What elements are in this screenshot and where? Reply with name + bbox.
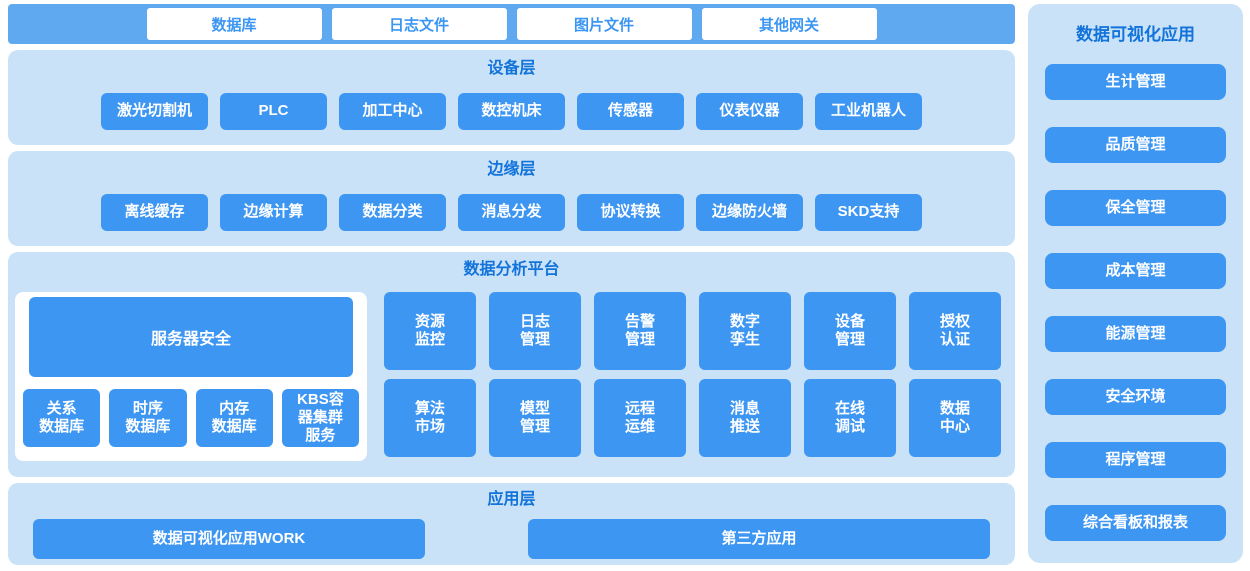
gateway-bar: 数据库日志文件图片文件其他网关 — [8, 4, 1015, 44]
gateway-button[interactable]: 数据库 — [146, 8, 322, 40]
platform-module-button[interactable]: 消息 推送 — [699, 379, 791, 457]
application-button-row: 数据可视化应用WORK 第三方应用 — [8, 519, 1015, 559]
main-column: 数据库日志文件图片文件其他网关 设备层 激光切割机 PLC 加工中心数控机床传感器仪… — [8, 4, 1015, 565]
sidebar-title: 数据可视化应用 — [1076, 25, 1195, 44]
device-button[interactable]: 传感器 — [577, 93, 684, 130]
sidebar-app-button[interactable]: 成本管理 — [1045, 253, 1226, 289]
edge-button[interactable]: 边缘防火墙 — [696, 194, 803, 231]
device-layer-title: 设备层 — [487, 60, 536, 77]
platform-module-button[interactable]: 告警 管理 — [594, 292, 686, 370]
sidebar-app-button[interactable]: 程序管理 — [1045, 442, 1226, 478]
platform-module-button[interactable]: 远程 运维 — [594, 379, 686, 457]
platform-module-button[interactable]: 在线 调试 — [804, 379, 896, 457]
platform-module-button[interactable]: 设备 管理 — [804, 292, 896, 370]
sidebar-app-button[interactable]: 保全管理 — [1045, 190, 1226, 226]
platform-module-button[interactable]: 日志 管理 — [489, 292, 581, 370]
sidebar-app-button[interactable]: 能源管理 — [1045, 316, 1226, 352]
edge-button[interactable]: 消息分发 — [458, 194, 565, 231]
device-layer-panel: 设备层 激光切割机 PLC 加工中心数控机床传感器仪表仪器工业机器人 — [8, 50, 1015, 145]
third-party-app-button[interactable]: 第三方应用 — [528, 519, 990, 559]
visualization-apps-sidebar: 数据可视化应用 生计管理品质管理保全管理成本管理能源管理安全环境程序管理综合看板… — [1028, 4, 1243, 563]
gateway-button[interactable]: 其他网关 — [701, 8, 877, 40]
gateway-button[interactable]: 日志文件 — [331, 8, 507, 40]
application-layer-panel: 应用层 数据可视化应用WORK 第三方应用 — [8, 483, 1015, 565]
sidebar-app-button[interactable]: 生计管理 — [1045, 64, 1226, 100]
edge-layer-title: 边缘层 — [487, 161, 536, 178]
platform-module-grid: 资源 监控日志 管理告警 管理数字 孪生设备 管理授权 认证算法 市场模型 管理… — [384, 292, 1001, 457]
device-button[interactable]: PLC — [220, 93, 327, 130]
edge-button[interactable]: 数据分类 — [339, 194, 446, 231]
device-button[interactable]: 数控机床 — [458, 93, 565, 130]
platform-module-button[interactable]: 算法 市场 — [384, 379, 476, 457]
sidebar-button-list: 生计管理品质管理保全管理成本管理能源管理安全环境程序管理综合看板和报表 — [1028, 45, 1243, 563]
server-security-button[interactable]: 服务器安全 — [29, 297, 353, 377]
platform-module-button[interactable]: 数字 孪生 — [699, 292, 791, 370]
database-button[interactable]: 时序 数据库 — [109, 389, 187, 447]
sidebar-app-button[interactable]: 安全环境 — [1045, 379, 1226, 415]
analysis-platform-title: 数据分析平台 — [463, 261, 560, 278]
platform-module-button[interactable]: 模型 管理 — [489, 379, 581, 457]
edge-button[interactable]: 离线缓存 — [101, 194, 208, 231]
database-button[interactable]: 关系 数据库 — [23, 389, 101, 447]
edge-button-row: 离线缓存边缘计算数据分类消息分发协议转换边缘防火墙 SKD支持 — [101, 194, 922, 231]
database-button[interactable]: 内存 数据库 — [195, 389, 273, 447]
platform-module-button[interactable]: 资源 监控 — [384, 292, 476, 370]
edge-button[interactable]: SKD支持 — [815, 194, 922, 231]
sidebar-app-button[interactable]: 综合看板和报表 — [1045, 505, 1226, 541]
device-button[interactable]: 仪表仪器 — [696, 93, 803, 130]
edge-button[interactable]: 边缘计算 — [220, 194, 327, 231]
visualization-work-button[interactable]: 数据可视化应用WORK — [33, 519, 425, 559]
device-button[interactable]: 激光切割机 — [101, 93, 208, 130]
database-button[interactable]: KBS容 器集群 服务 — [281, 389, 359, 447]
platform-module-button[interactable]: 授权 认证 — [909, 292, 1001, 370]
device-button-row: 激光切割机 PLC 加工中心数控机床传感器仪表仪器工业机器人 — [101, 93, 922, 130]
edge-button[interactable]: 协议转换 — [577, 194, 684, 231]
sidebar-app-button[interactable]: 品质管理 — [1045, 127, 1226, 163]
gateway-button[interactable]: 图片文件 — [516, 8, 692, 40]
device-button[interactable]: 工业机器人 — [815, 93, 922, 130]
platform-module-button[interactable]: 数据 中心 — [909, 379, 1001, 457]
application-layer-title: 应用层 — [487, 491, 536, 508]
edge-layer-panel: 边缘层 离线缓存边缘计算数据分类消息分发协议转换边缘防火墙 SKD支持 — [8, 151, 1015, 246]
device-button[interactable]: 加工中心 — [339, 93, 446, 130]
